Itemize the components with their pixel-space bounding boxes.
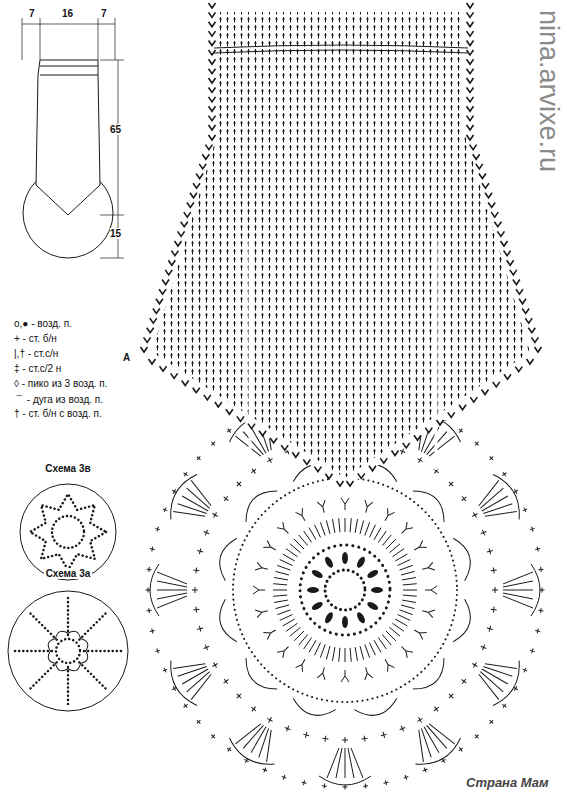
scheme-drawing: [18, 458, 118, 582]
strip-chart: [141, 3, 542, 488]
legend-entry: + - ст. б/н: [14, 333, 57, 344]
scheme-circle: Схема 3а: [6, 563, 130, 713]
shape-schematic: [22, 18, 124, 258]
dimension-number: 7: [29, 8, 35, 19]
scheme-heading: Схема 3в: [43, 463, 92, 474]
legend-entry: о,● - возд. п.: [14, 318, 72, 329]
scheme-drawing: [6, 563, 130, 713]
watermark: nina.arvixe.ru: [533, 10, 563, 172]
legend-entry: ⌒ - дуга из возд. п.: [14, 393, 103, 407]
legend-entry: ‡ - ст.с/2 н: [14, 363, 61, 374]
dimension-number: 65: [110, 124, 121, 135]
point-label: А: [123, 352, 130, 363]
dimension-number: 16: [62, 8, 73, 19]
dimension-number: 7: [101, 8, 107, 19]
legend-entry: ◊ - пико из 3 возд. п.: [14, 378, 108, 389]
site-mark: Страна Мам: [466, 776, 549, 790]
scheme-heading: Схема 3а: [44, 568, 93, 579]
legend-entry: |,† - ст.с/н: [14, 348, 58, 359]
dimension-number: 15: [110, 228, 121, 239]
legend-entry: † - ст. б/н с возд. п.: [14, 408, 102, 419]
scheme-circle: Схема 3в: [18, 458, 118, 582]
